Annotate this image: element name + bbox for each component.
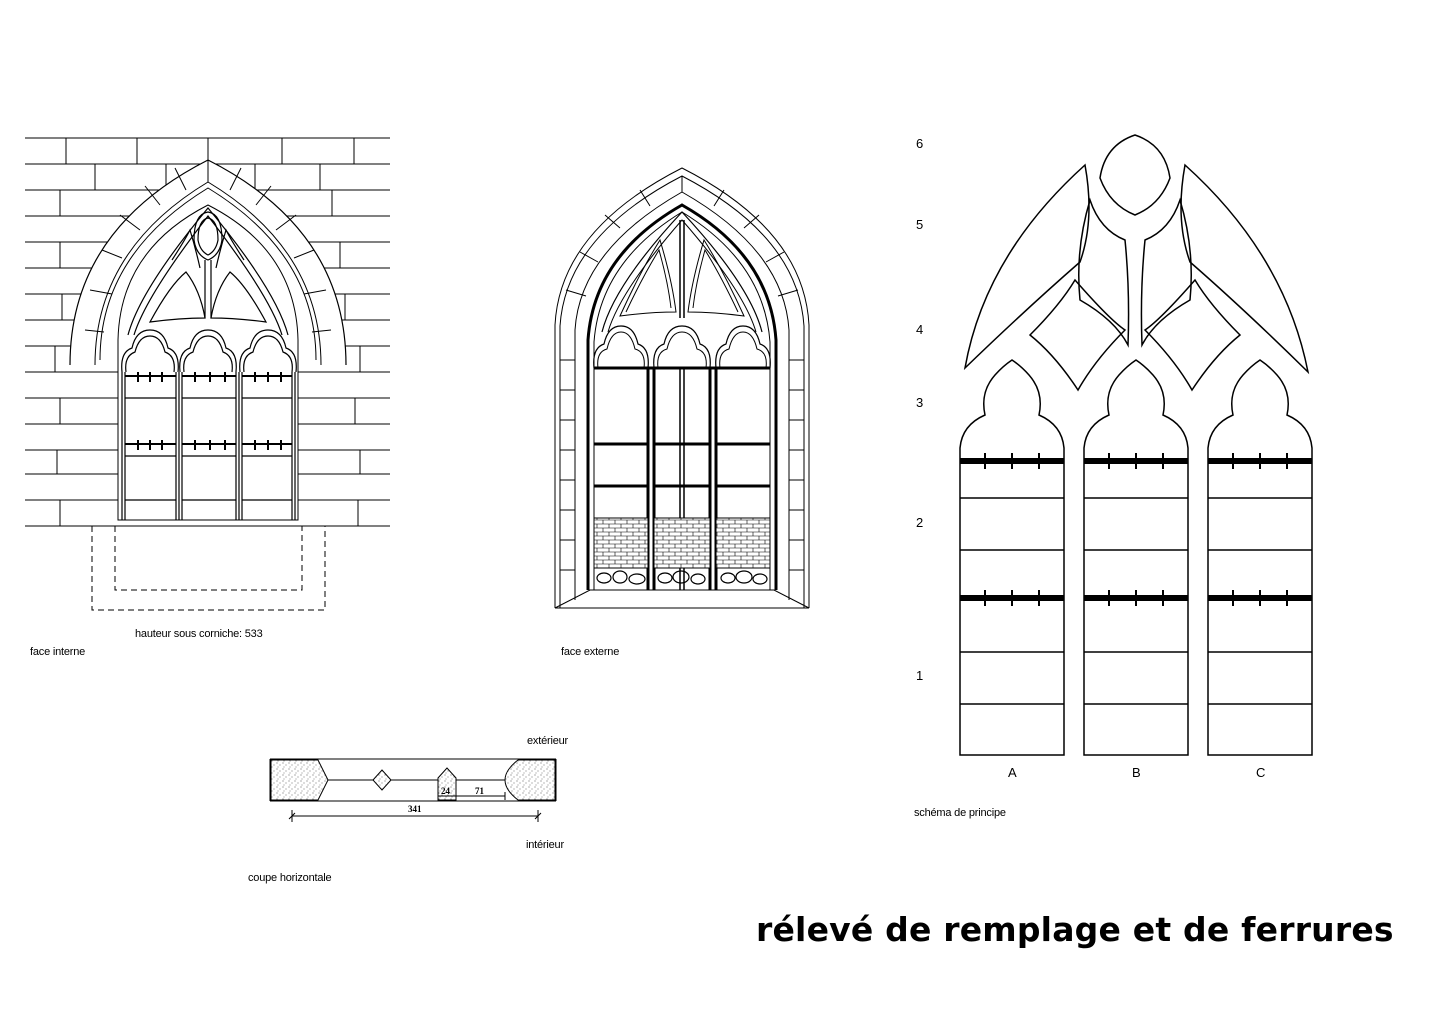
sheet-title: rélevé de remplage et de ferrures [756,910,1394,949]
schema-col-c: C [1256,765,1266,780]
schema-col-a: A [1008,765,1017,780]
section-dim-mullion: 24 [441,786,450,796]
interior-caption: hauteur sous corniche: 533 [135,628,263,640]
schema-label: schéma de principe [914,807,1006,819]
interior-lancets [121,207,297,520]
section-dim-bay: 71 [475,786,484,796]
schema-row-2: 2 [916,515,924,530]
horizontal-section [269,758,557,822]
section-dim-total: 341 [408,804,422,814]
schema-row-5: 5 [916,217,924,232]
schema-row-3: 3 [916,395,924,410]
interior-elevation [25,137,390,611]
section-label: coupe horizontale [248,872,332,884]
schema-iron-bars [960,458,1312,601]
exterior-label: face externe [561,646,620,658]
exterior-lancets [593,211,771,590]
schema-row-4: 4 [916,322,924,337]
schema-bar-ties [984,453,1288,606]
schema-row-6: 6 [916,136,924,151]
schema-col-b: B [1132,765,1141,780]
section-inside-label: intérieur [526,839,564,851]
schema-row-1: 1 [916,668,924,683]
schema-lancets [959,359,1313,756]
exterior-elevation [554,167,810,609]
interior-label: face interne [30,646,86,658]
principle-schema [959,134,1313,756]
section-outside-label: extérieur [527,735,568,747]
